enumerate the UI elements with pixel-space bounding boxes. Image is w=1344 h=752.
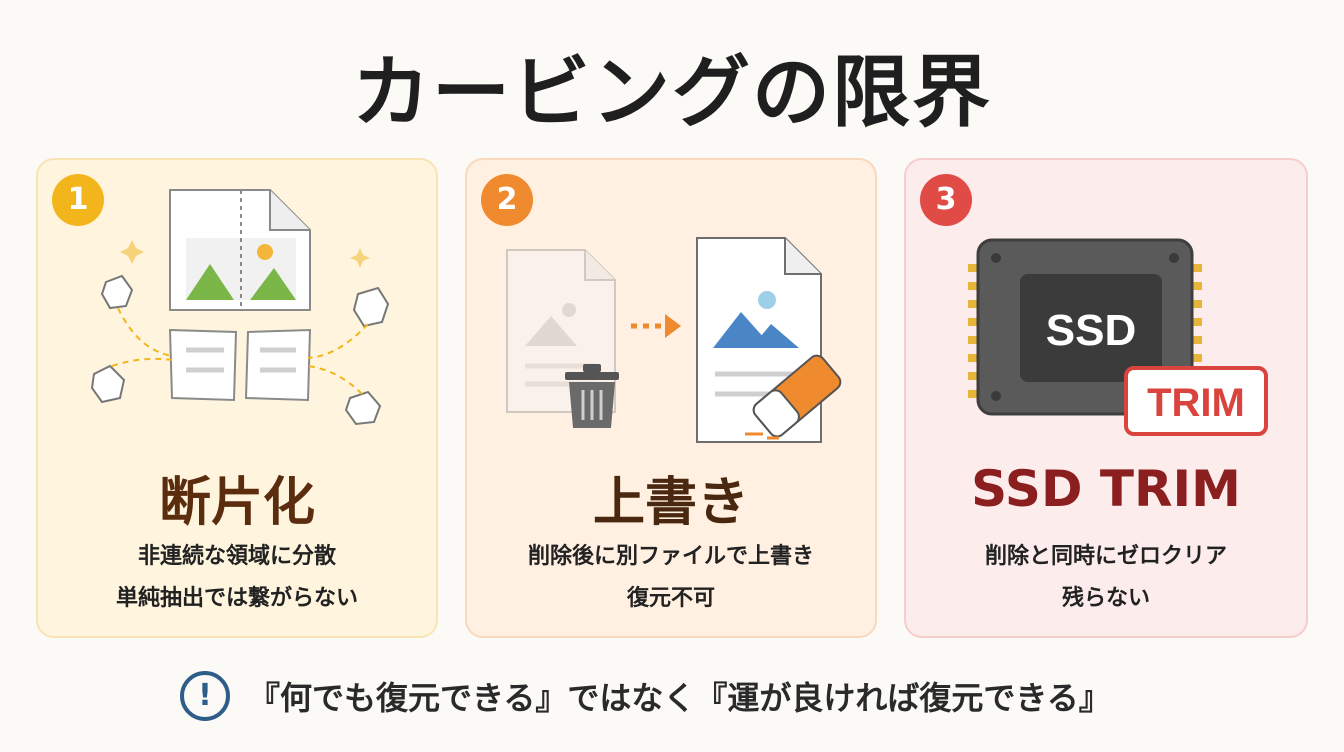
card-ssd-trim: SSD TRIM 3 SSD TRIM 削除と同時にゼロクリア 残らない: [904, 158, 1308, 638]
card-fragmentation: 1 断片化 非連続な領域に分散 単純抽出では繋がらない: [36, 158, 438, 638]
card-description-line2: 単純抽出では繋がらない: [115, 586, 358, 611]
ssd-chip-illustration: SSD TRIM: [968, 238, 1268, 436]
card-description-line2: 残らない: [1061, 586, 1150, 611]
card-heading: SSD TRIM: [971, 460, 1241, 518]
step-badge: 1: [52, 174, 104, 226]
card-description-line2: 復元不可: [626, 586, 715, 611]
card-description-line1: 削除後に別ファイルで上書き: [527, 544, 814, 569]
trash-icon: [565, 364, 619, 428]
step-badge: 3: [920, 174, 972, 226]
footer-message: 『何でも復元できる』ではなく『運が良ければ復元できる』: [248, 679, 1111, 717]
overwrite-illustration: [506, 237, 842, 443]
eraser-icon: [752, 354, 842, 438]
step-badge: 2: [481, 174, 533, 226]
ssd-chip-label: SSD: [1046, 306, 1136, 355]
exclamation-icon: !: [180, 671, 230, 721]
card-heading: 上書き: [592, 473, 749, 533]
trim-tag-label: TRIM: [1147, 381, 1245, 425]
fragmented-file-illustration: [90, 189, 390, 426]
footer-note: ! 『何でも復元できる』ではなく『運が良ければ復元できる』: [180, 668, 1111, 724]
card-heading: 断片化: [158, 473, 315, 533]
card-description-line1: 非連続な領域に分散: [137, 544, 336, 569]
card-overwrite: 2 上書き 削除後に別ファイルで上書き 復元不可: [465, 158, 877, 638]
page-title: カービングの限界: [351, 48, 992, 138]
card-description-line1: 削除と同時にゼロクリア: [984, 544, 1227, 569]
